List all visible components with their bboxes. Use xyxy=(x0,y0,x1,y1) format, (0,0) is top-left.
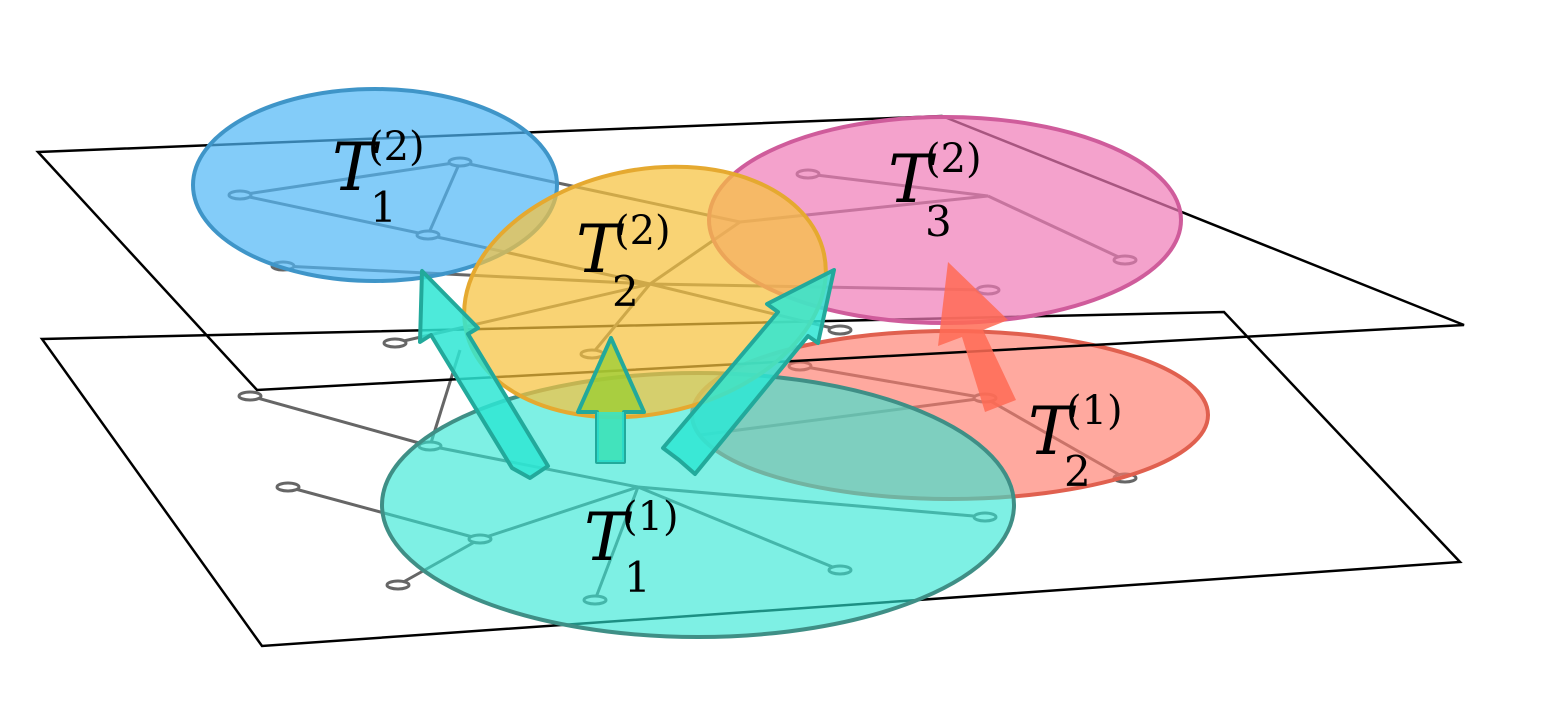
arrows xyxy=(418,262,1016,480)
label-t1-2-letter: T xyxy=(332,129,381,206)
label-t1-1-letter: T xyxy=(584,499,633,576)
upper-plane xyxy=(35,114,1465,392)
arrow-red-icon xyxy=(938,262,1016,412)
label-t1-2: T (2) 1 xyxy=(332,124,425,232)
label-t3-2: T (2) 3 xyxy=(888,136,982,246)
label-t1-2-sub: 1 xyxy=(370,183,397,232)
arrow-left-icon xyxy=(418,269,550,480)
label-t1-1: T (1) 1 xyxy=(584,494,679,602)
label-t1-1-sup: (1) xyxy=(622,494,679,540)
label-t3-2-sup: (2) xyxy=(925,136,982,182)
lower-plane xyxy=(39,310,1463,648)
label-t2-2-sub: 2 xyxy=(612,267,639,316)
label-t2-1-sub: 2 xyxy=(1064,447,1091,496)
label-t3-2-letter: T xyxy=(888,141,937,218)
label-t1-1-sub: 1 xyxy=(624,553,651,602)
cluster-t1-2-ellipse xyxy=(191,87,559,283)
label-t1-2-sup: (2) xyxy=(368,124,425,170)
arrow-right-icon xyxy=(661,268,836,476)
label-t2-2: T (2) 2 xyxy=(576,208,671,316)
label-t2-2-sup: (2) xyxy=(614,208,671,254)
label-t2-2-letter: T xyxy=(576,211,625,288)
label-t2-1-sup: (1) xyxy=(1066,388,1123,434)
label-t2-1: T (1) 2 xyxy=(1028,388,1123,496)
label-t3-2-sub: 3 xyxy=(925,197,952,246)
label-t2-1-letter: T xyxy=(1028,393,1077,470)
